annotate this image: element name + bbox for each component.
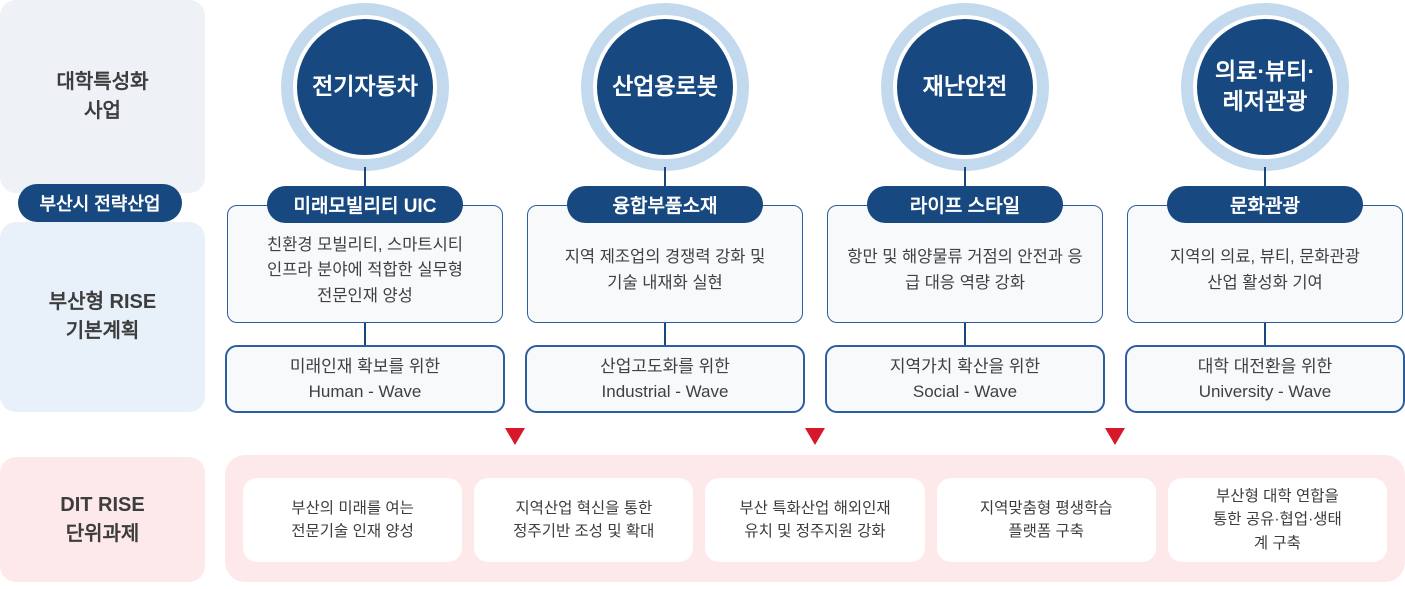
pillar-column-industrial-robot: 산업용로봇 융합부품소재 지역 제조업의 경쟁력 강화 및 기술 내재화 실현 … — [525, 0, 805, 589]
wave-box: 미래인재 확보를 위한 Human - Wave — [225, 345, 505, 413]
task-card: 지역산업 혁신을 통한 정주기반 조성 및 확대 — [474, 478, 694, 562]
connector-line — [1264, 167, 1266, 189]
specialization-circle: 전기자동차 — [281, 3, 449, 171]
connector-line — [364, 321, 366, 347]
wave-box: 대학 대전환을 위한 University - Wave — [1125, 345, 1405, 413]
connector-line — [964, 321, 966, 347]
industry-pill: 라이프 스타일 — [867, 186, 1063, 223]
unit-task-panel: 부산의 미래를 여는 전문기술 인재 양성 지역산업 혁신을 통한 정주기반 조… — [225, 455, 1405, 582]
down-arrow-icon — [1105, 428, 1125, 445]
specialization-circle: 의료·뷰티· 레저관광 — [1181, 3, 1349, 171]
wave-box: 산업고도화를 위한 Industrial - Wave — [525, 345, 805, 413]
specialization-circle: 산업용로봇 — [581, 3, 749, 171]
down-arrow-icon — [505, 428, 525, 445]
pillar-column-electric-vehicle: 전기자동차 미래모빌리티 UIC 친환경 모빌리티, 스마트시티 인프라 분야에… — [225, 0, 505, 589]
circle-label: 재난안전 — [897, 19, 1033, 155]
label-busan-strategic-industry-pill: 부산시 전략산업 — [18, 184, 182, 222]
task-card: 부산 특화산업 해외인재 유치 및 정주지원 강화 — [705, 478, 925, 562]
description-box: 지역 제조업의 경쟁력 강화 및 기술 내재화 실현 — [527, 205, 803, 323]
label-dit-rise-task: DIT RISE 단위과제 — [0, 457, 205, 582]
description-box: 친환경 모빌리티, 스마트시티 인프라 분야에 적합한 실무형 전문인재 양성 — [227, 205, 503, 323]
task-card: 지역맞춤형 평생학습 플랫폼 구축 — [936, 478, 1156, 562]
industry-pill: 문화관광 — [1167, 186, 1363, 223]
circle-label: 산업용로봇 — [597, 19, 733, 155]
circle-label: 의료·뷰티· 레저관광 — [1197, 19, 1333, 155]
connector-line — [964, 167, 966, 189]
connector-line — [664, 167, 666, 189]
description-box: 항만 및 해양물류 거점의 안전과 응 급 대응 역량 강화 — [827, 205, 1103, 323]
pillar-column-disaster-safety: 재난안전 라이프 스타일 항만 및 해양물류 거점의 안전과 응 급 대응 역량… — [825, 0, 1105, 589]
connector-line — [1264, 321, 1266, 347]
task-card: 부산의 미래를 여는 전문기술 인재 양성 — [243, 478, 463, 562]
circle-label: 전기자동차 — [297, 19, 433, 155]
industry-pill: 미래모빌리티 UIC — [267, 186, 463, 223]
description-box: 지역의 의료, 뷰티, 문화관광 산업 활성화 기여 — [1127, 205, 1403, 323]
connector-line — [664, 321, 666, 347]
wave-box: 지역가치 확산을 위한 Social - Wave — [825, 345, 1105, 413]
label-university-specialization: 대학특성화 사업 — [0, 0, 205, 193]
industry-pill: 융합부품소재 — [567, 186, 763, 223]
connector-line — [364, 167, 366, 189]
specialization-circle: 재난안전 — [881, 3, 1049, 171]
label-busan-rise-plan: 부산형 RISE 기본계획 — [0, 222, 205, 412]
pillar-column-medical-beauty-leisure: 의료·뷰티· 레저관광 문화관광 지역의 의료, 뷰티, 문화관광 산업 활성화… — [1125, 0, 1405, 589]
task-card: 부산형 대학 연합을 통한 공유·협업·생태 계 구축 — [1167, 478, 1388, 562]
down-arrow-icon — [805, 428, 825, 445]
